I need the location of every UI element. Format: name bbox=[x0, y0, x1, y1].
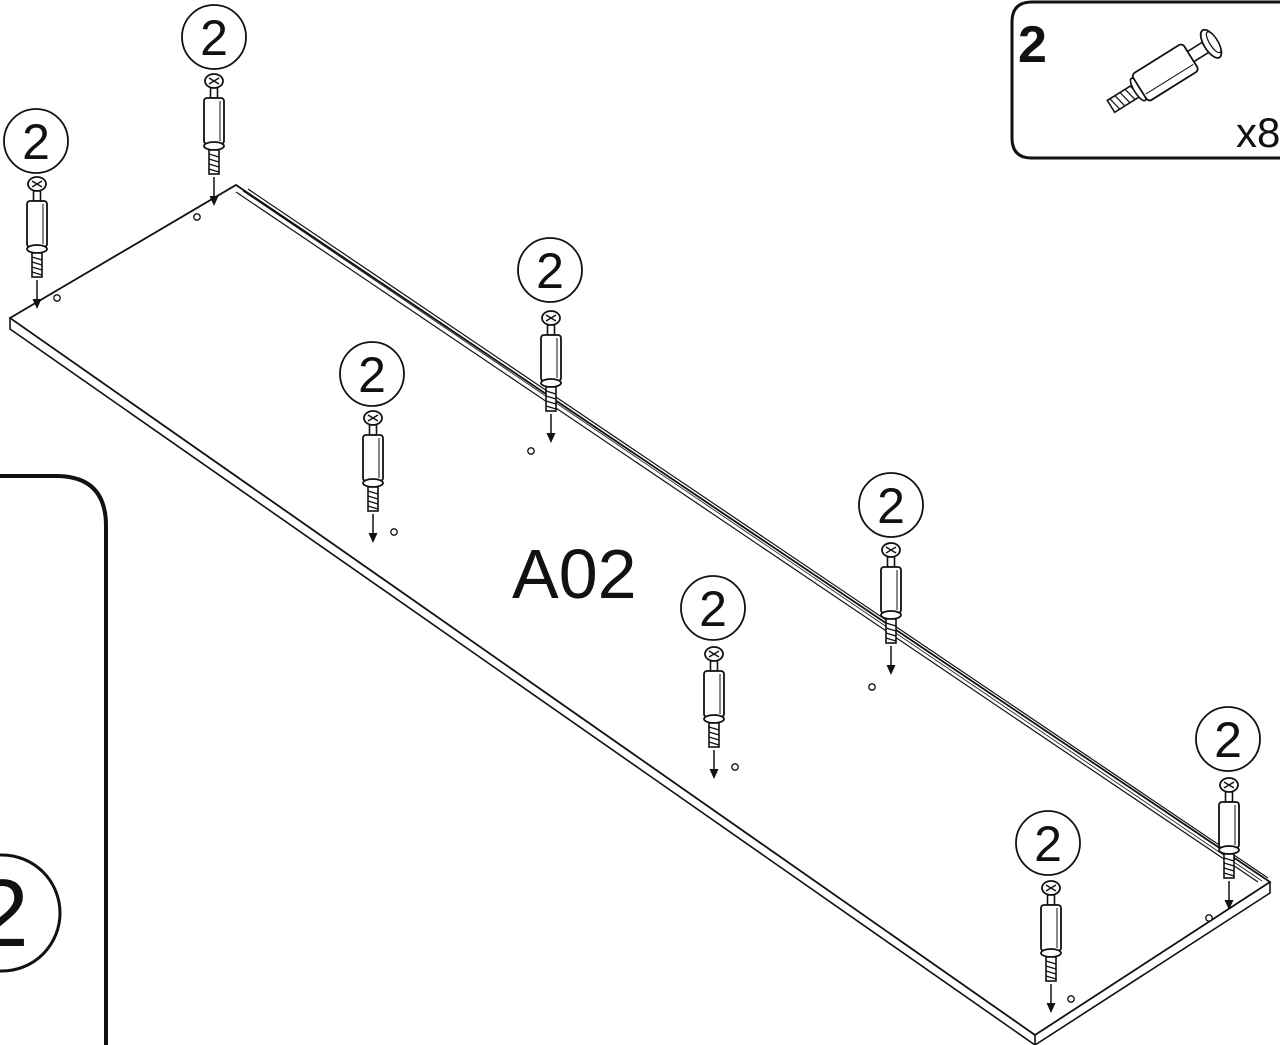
cam-dowel-icon bbox=[1106, 28, 1223, 114]
callout-number: 2 bbox=[22, 114, 50, 170]
inset-callout-number: 2 bbox=[0, 860, 29, 967]
callout-number: 2 bbox=[1034, 816, 1062, 872]
dowel-2: 2 bbox=[181, 4, 247, 207]
dowel-8: 2 bbox=[1015, 810, 1081, 1014]
dowel-4: 2 bbox=[339, 341, 405, 544]
panel-board bbox=[8, 183, 1272, 1045]
part-number: 2 bbox=[1018, 16, 1047, 74]
callout-number: 2 bbox=[1214, 712, 1242, 768]
callout-number: 2 bbox=[358, 347, 386, 403]
panel-label: A02 bbox=[512, 535, 637, 613]
part-quantity: x8 bbox=[1236, 109, 1280, 156]
dowel-6: 2 bbox=[680, 575, 746, 780]
detail-inset-box: 2 bbox=[0, 474, 108, 1045]
parts-legend-box: 2 x8 bbox=[1010, 0, 1280, 160]
dowel-7: 2 bbox=[1195, 706, 1261, 911]
dowel-3: 2 bbox=[517, 237, 583, 444]
dowel-1: 2 bbox=[3, 108, 69, 310]
callout-number: 2 bbox=[699, 581, 727, 637]
dowel-5: 2 bbox=[858, 472, 924, 676]
callout-number: 2 bbox=[877, 478, 905, 534]
callout-number: 2 bbox=[200, 10, 228, 66]
callout-number: 2 bbox=[536, 243, 564, 299]
